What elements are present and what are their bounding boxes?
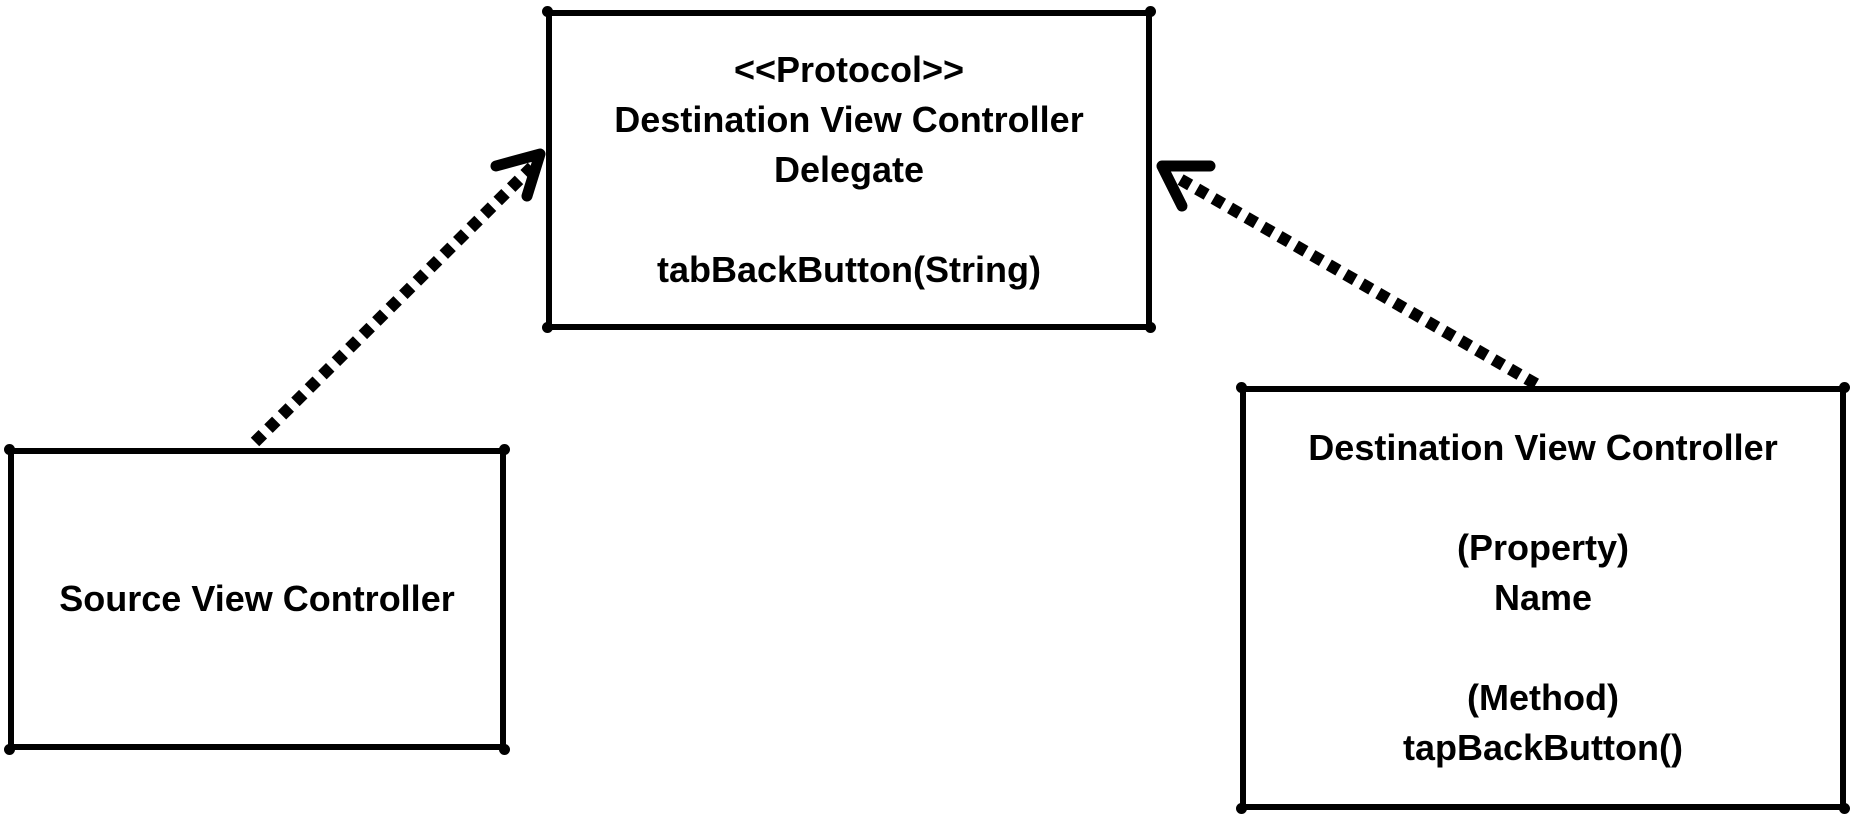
source-to-protocol-connector: [250, 162, 537, 447]
destination-to-protocol-connector: [1175, 172, 1539, 390]
protocol-method: tabBackButton(String): [657, 249, 1041, 290]
protocol-box: <<Protocol>> Destination View Controller…: [546, 10, 1152, 330]
corner-dot: [1236, 382, 1247, 393]
source-name: Source View Controller: [59, 578, 455, 619]
protocol-name-line1: Destination View Controller: [614, 99, 1084, 140]
protocol-name-line2: Delegate: [773, 149, 925, 190]
corner-dot: [499, 744, 510, 755]
destination-property-heading: (Property): [1456, 527, 1630, 568]
corner-dot: [542, 322, 553, 333]
destination-method-name: tapBackButton(): [1403, 727, 1683, 768]
corner-dot: [4, 744, 15, 755]
destination-property-name: Name: [1493, 577, 1593, 618]
corner-dot: [1145, 322, 1156, 333]
source-box: Source View Controller: [8, 448, 506, 750]
destination-name: Destination View Controller: [1308, 427, 1778, 468]
corner-dot: [499, 444, 510, 455]
corner-dot: [1839, 803, 1850, 814]
corner-dot: [1839, 382, 1850, 393]
protocol-stereotype: <<Protocol>>: [733, 49, 965, 90]
corner-dot: [1145, 6, 1156, 17]
corner-dot: [542, 6, 553, 17]
destination-box: Destination View Controller (Property) N…: [1240, 386, 1846, 810]
corner-dot: [1236, 803, 1247, 814]
corner-dot: [4, 444, 15, 455]
source-to-protocol-arrowhead: [490, 148, 546, 202]
destination-method-heading: (Method): [1467, 677, 1619, 718]
destination-to-protocol-arrowhead: [1156, 160, 1216, 212]
